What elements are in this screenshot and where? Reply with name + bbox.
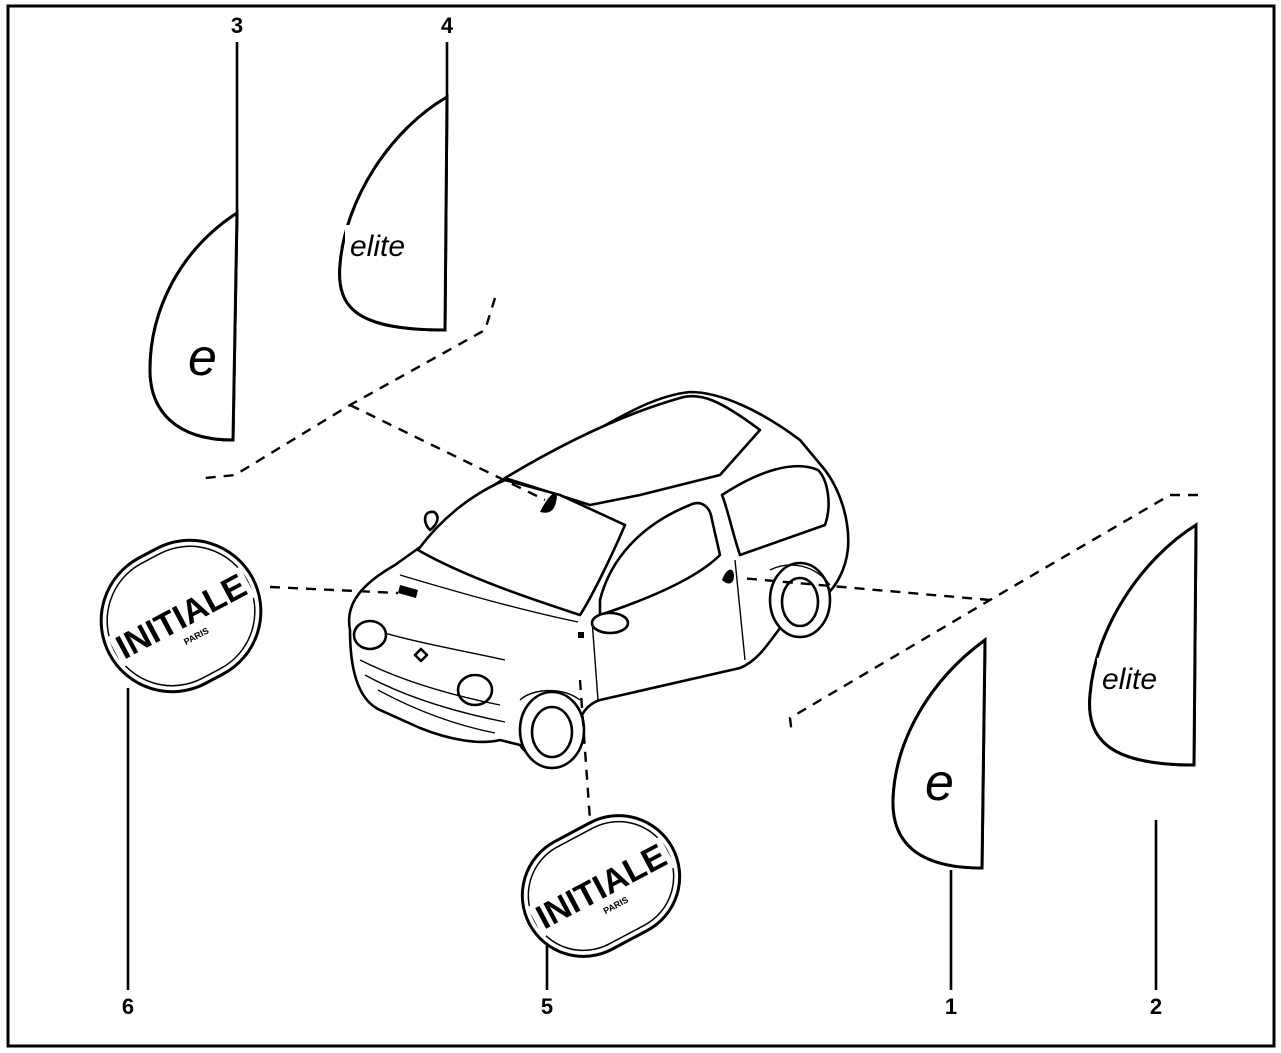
badge-3-e-emblem: e xyxy=(150,213,237,440)
badge-6-initiale-emblem: INITIALE PARIS xyxy=(76,515,286,716)
badge-1-e-emblem: e xyxy=(893,640,985,868)
callout-5: 5 xyxy=(532,995,562,1019)
badge-2-elite-emblem: elite xyxy=(1090,525,1196,765)
badge-4-word: elite xyxy=(350,230,405,263)
badge-3-letter: e xyxy=(188,329,217,387)
callout-6: 6 xyxy=(113,995,143,1019)
badge-4-elite-emblem: elite xyxy=(340,97,447,330)
callout-1: 1 xyxy=(936,995,966,1019)
callout-3: 3 xyxy=(222,14,252,38)
badge-1-letter: e xyxy=(925,754,954,812)
badge-2-word: elite xyxy=(1102,663,1157,696)
callout-4: 4 xyxy=(432,14,462,38)
callout-2: 2 xyxy=(1141,995,1171,1019)
badge-5-initiale-emblem: INITIALE PARIS xyxy=(501,794,701,978)
